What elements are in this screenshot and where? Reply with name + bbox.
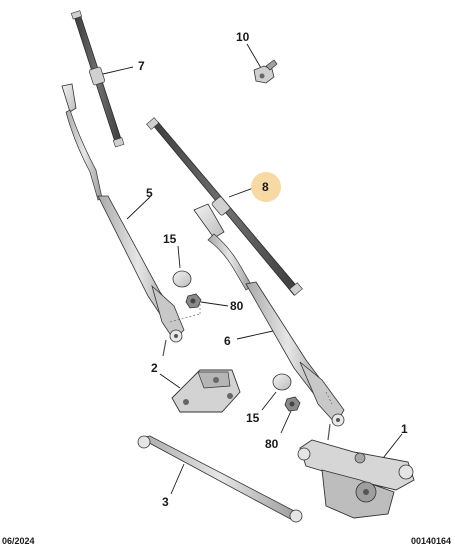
wiper-blade-7 <box>70 10 134 148</box>
callout-6: 6 <box>224 334 231 348</box>
callout-2: 2 <box>151 361 158 375</box>
wiper-arm-5 <box>61 83 201 357</box>
highlight-circle <box>251 172 281 202</box>
callout-7: 7 <box>138 59 145 73</box>
footer-date: 06/2024 <box>2 536 35 546</box>
callout-15-upper: 15 <box>163 232 177 246</box>
bracket-2 <box>159 369 241 413</box>
callout-80-lower: 80 <box>265 437 279 451</box>
linkage-rod-3 <box>137 435 303 523</box>
footer-reference-number: 00140164 <box>410 536 451 546</box>
clip-10 <box>246 43 278 84</box>
callout-3: 3 <box>162 495 169 509</box>
nut-80-upper <box>185 293 229 309</box>
callout-8: 8 <box>262 180 269 194</box>
callout-15-lower: 15 <box>246 411 260 425</box>
wiper-motor-1 <box>297 433 415 519</box>
cap-15-upper <box>172 245 192 288</box>
callout-5: 5 <box>146 186 153 200</box>
wiper-blade-8 <box>146 117 303 296</box>
callout-80-upper: 80 <box>230 299 244 313</box>
nut-80-lower <box>280 396 301 434</box>
callout-1: 1 <box>401 422 408 436</box>
cap-15-lower <box>261 373 292 411</box>
wiper-arm-6 <box>193 203 345 441</box>
callout-10: 10 <box>236 30 250 44</box>
